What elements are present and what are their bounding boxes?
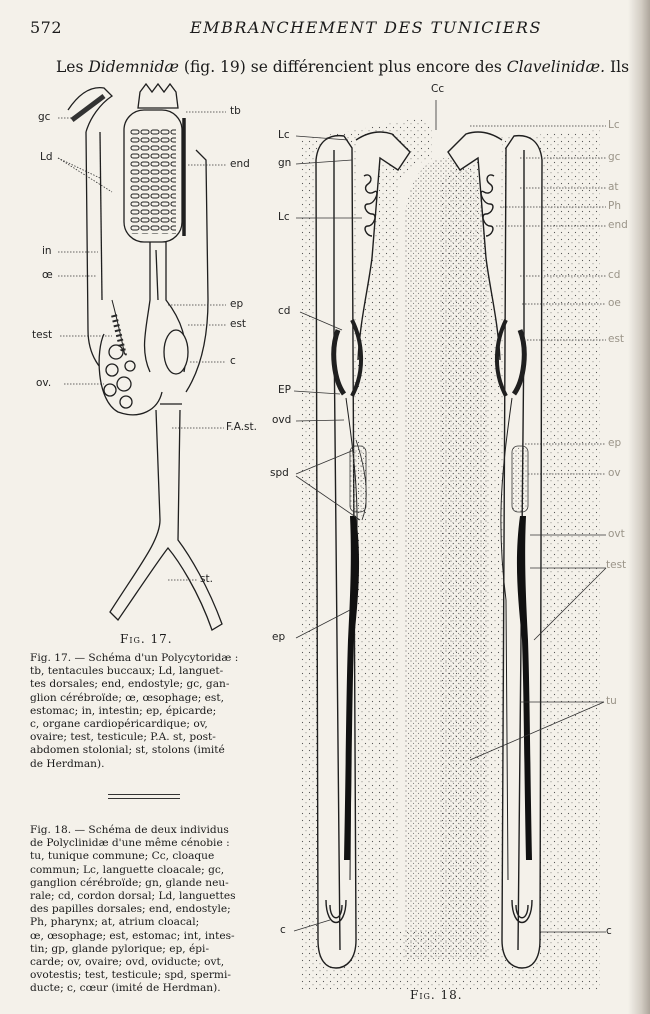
fig18-label-right-ov: ov xyxy=(608,467,621,479)
fig18-label-right-gc: gc xyxy=(608,151,621,163)
fig17-legend-line: de Herdman). xyxy=(30,757,105,770)
fig18-caption: Fig. 18. xyxy=(410,988,463,1002)
fig18-label-right-ep: ep xyxy=(608,437,622,449)
fig18-right-testis xyxy=(516,516,532,860)
fig17-label-test: test xyxy=(32,329,53,341)
fig17-legend-line: tes dorsales; end, endostyle; gc, gan- xyxy=(30,678,230,691)
fig17-drawing xyxy=(67,82,223,631)
fig18-drawing xyxy=(300,100,600,990)
fig18-label-right-cd: cd xyxy=(608,269,621,281)
fig17-label-ld: Ld xyxy=(40,151,53,163)
intro-text-a: Les xyxy=(56,58,89,76)
fig18-legend-line: carde; ov, ovaire; ovd, oviducte; ovt, xyxy=(30,956,225,969)
fig18-legend-line: des papilles dorsales; end, endostyle; xyxy=(30,903,231,916)
fig18-label-right-end: end xyxy=(608,219,628,231)
fig18-legend-line: œ, œsophage; est, estomac; int, intes- xyxy=(30,929,235,942)
fig17-label-gc: gc xyxy=(38,111,51,123)
fig18-label-right-at: at xyxy=(608,181,619,193)
intro-text-c: Ils xyxy=(605,58,630,76)
fig18-left-testis xyxy=(344,516,360,860)
fig17-label-c: c xyxy=(230,355,236,367)
fig17-label-fast: F.A.st. xyxy=(226,421,257,433)
fig18-legend-line: Fig. 18. — Schéma de deux individus xyxy=(30,824,229,836)
fig18-label-spd: spd xyxy=(270,467,289,479)
fig17-legend-line: c, organe cardiopéricardique; ov, xyxy=(30,718,208,731)
separator-rule xyxy=(108,798,180,799)
fig18-label-c-left: c xyxy=(280,924,286,936)
fig17-legend: Fig. 17. — Schéma d'un Polycytoridæ : tb… xyxy=(30,652,268,771)
fig17-label-st: st. xyxy=(200,573,213,585)
page-gutter-shadow xyxy=(628,0,650,1014)
fig17-label-tb: tb xyxy=(230,105,241,117)
fig18-label-ovd: ovd xyxy=(272,414,292,426)
separator-rule xyxy=(108,794,180,795)
fig17-label-est: est xyxy=(230,318,247,330)
fig18-label-lc-top: Lc xyxy=(278,129,290,141)
fig18-label-cc: Cc xyxy=(431,83,445,95)
fig17-label-ep: ep xyxy=(230,298,244,310)
fig18-leaders xyxy=(293,125,607,933)
fig17-legend-line: abdomen stolonial; st, stolons (imité xyxy=(30,744,225,757)
fig18-legend-line: commun; Lc, languette cloacale; gc, xyxy=(30,863,225,876)
fig18-legend-line: ovotestis; test, testicule; spd, spermi- xyxy=(30,969,231,982)
intro-text-b: (fig. 19) se différencient plus encore d… xyxy=(178,58,507,76)
fig18-label-gn: gn xyxy=(278,157,292,169)
fig18-label-ep-upper: EP xyxy=(278,384,291,396)
intro-taxon-a: Didemnidæ xyxy=(88,58,179,76)
fig18-label-right-tu: tu xyxy=(606,695,617,707)
fig18-label-right-test: test xyxy=(606,559,627,571)
fig17-label-ov: ov. xyxy=(36,377,52,389)
page-number: 572 xyxy=(30,18,63,37)
fig18-label-right-ph: Ph xyxy=(608,200,621,212)
fig17-legend-line: Fig. 17. — Schéma d'un Polycytoridæ : xyxy=(30,652,239,664)
fig18-label-right-lc: Lc xyxy=(608,119,620,131)
fig18-label-right-est: est xyxy=(608,333,625,345)
fig18-legend-line: rale; cd, cordon dorsal; Ld, languettes xyxy=(30,890,236,903)
fig17-legend-line: glion cérébroïde; œ, œsophage; est, xyxy=(30,691,224,704)
fig18-legend-line: ganglion cérébroïde; gn, glande neu- xyxy=(30,876,229,889)
running-title: EMBRANCHEMENT DES TUNICIERS xyxy=(190,18,542,37)
fig18-label-cd: cd xyxy=(278,305,291,317)
intro-taxon-b: Clavelinidæ. xyxy=(506,58,606,76)
fig17-caption: Fig. 17. xyxy=(120,632,173,646)
fig17-label-in: in xyxy=(42,245,52,257)
fig18-label-right-ovt: ovt xyxy=(608,528,625,540)
fig17-legend-line: tb, tentacules buccaux; Ld, languet- xyxy=(30,665,224,678)
fig17-leaders xyxy=(57,111,226,581)
fig18-label-right-c: c xyxy=(606,925,612,937)
fig18-label-right-oe: oe xyxy=(608,297,621,309)
fig18-legend: Fig. 18. — Schéma de deux individus de P… xyxy=(30,824,268,996)
fig18-legend-line: ducte; c, cœur (imité de Herdman). xyxy=(30,982,221,995)
fig17-label-oe: œ xyxy=(42,269,53,281)
fig18-legend-line: tu, tunique commune; Cc, cloaque xyxy=(30,850,215,863)
fig17-legend-line: ovaire; test, testicule; P.A. st, post- xyxy=(30,731,216,744)
fig17-label-end: end xyxy=(230,158,250,170)
fig18-legend-line: tin; gp, glande pylorique; ep, épi- xyxy=(30,942,210,955)
intro-line: Les Didemnidæ (fig. 19) se différencient… xyxy=(56,58,629,76)
fig18-legend-line: Ph, pharynx; at, atrium cloacal; xyxy=(30,916,200,929)
fig18-label-ep-lower: ep xyxy=(272,631,286,643)
fig17-legend-line: estomac; in, intestin; ep, épicarde; xyxy=(30,704,217,717)
fig18-label-lc-mid: Lc xyxy=(278,211,290,223)
fig18-legend-line: de Polyclinidæ d'une même cénobie : xyxy=(30,837,230,850)
